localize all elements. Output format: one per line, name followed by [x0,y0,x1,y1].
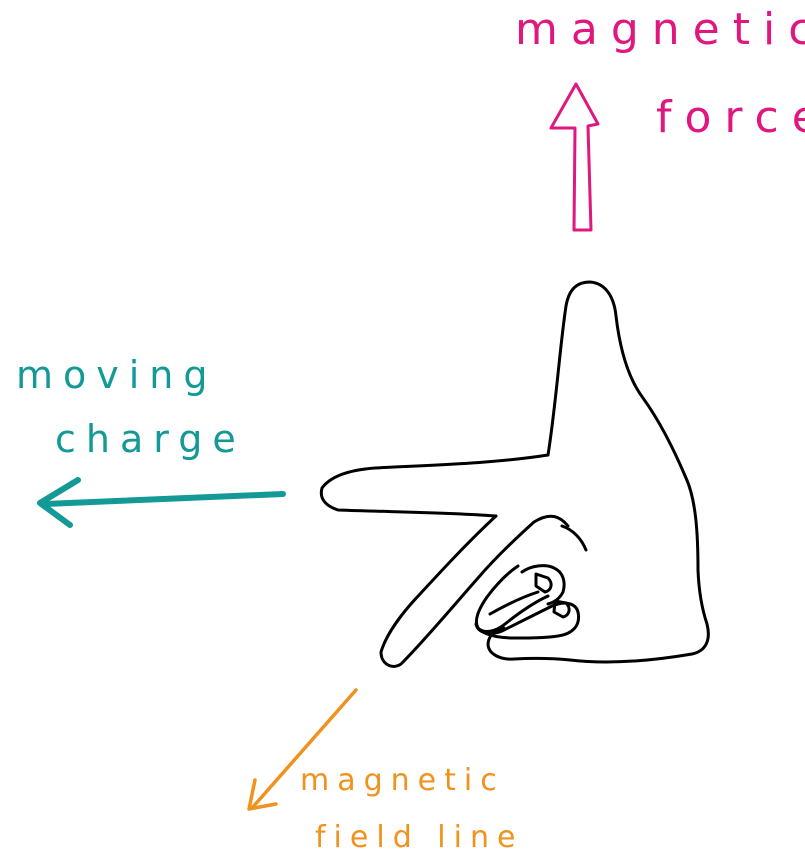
force-label-line2: force [656,96,805,140]
hand-drawing [321,282,708,666]
field-label-line1: magnetic [300,766,505,796]
charge-label-line1: moving [16,356,218,394]
charge-arrow [40,480,283,525]
charge-label-line2: charge [55,420,246,458]
field-label-line2: field line [315,823,523,853]
force-label-line1: magnetic [515,8,805,52]
force-arrow [551,84,598,230]
